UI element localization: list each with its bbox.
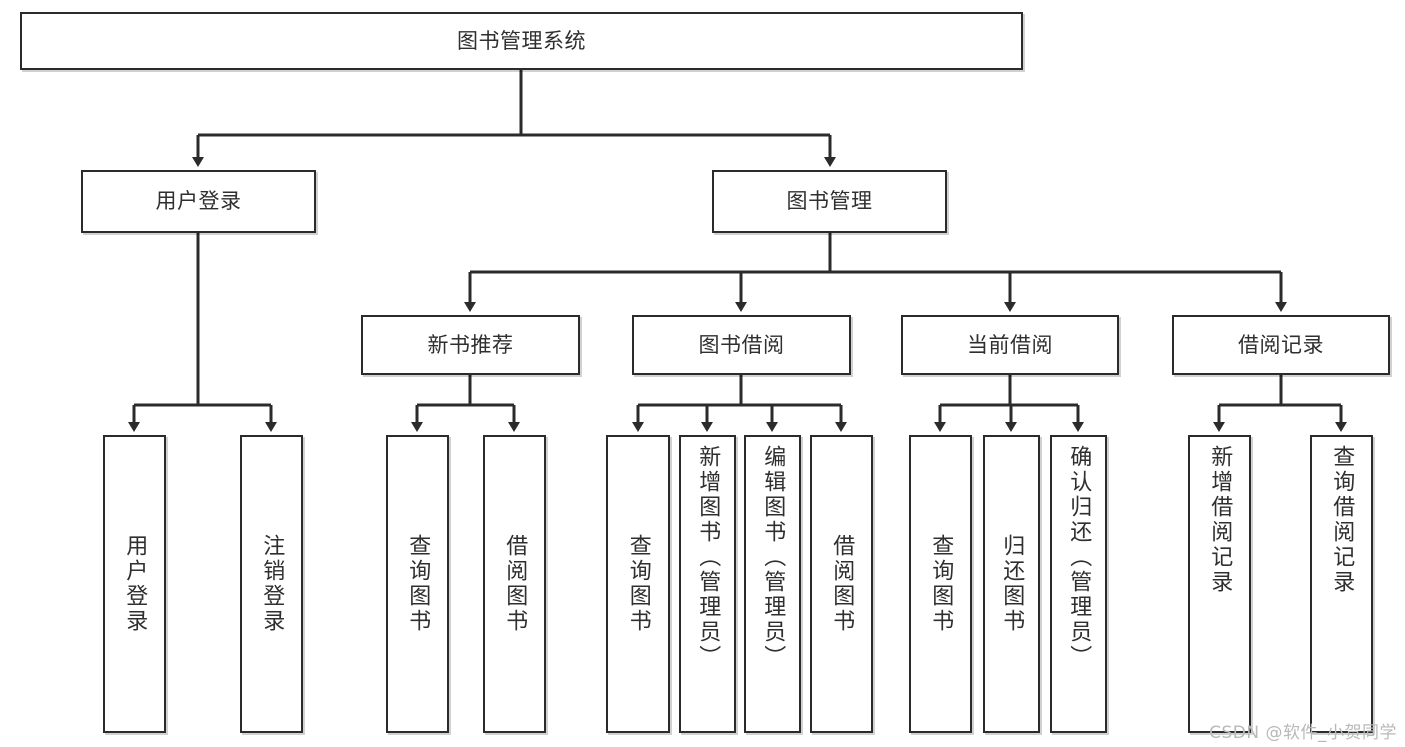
leaf-node-label: 查询图书 — [625, 534, 651, 634]
leaf-node[interactable]: 新增借阅记录 — [1188, 435, 1251, 733]
leaf-node-label: 归还图书 — [999, 534, 1025, 634]
leaf-node-label: 借阅图书 — [829, 534, 855, 634]
node-user-login-label: 用户登录 — [155, 189, 242, 214]
leaf-node-label: 注销登录 — [259, 534, 285, 634]
leaf-node[interactable]: 确认归还（管理员） — [1050, 435, 1107, 733]
leaf-node[interactable]: 新增图书（管理员） — [679, 435, 736, 733]
node-new-book-recommend-label: 新书推荐 — [427, 332, 514, 357]
leaf-node-label: 查询图书 — [928, 534, 954, 634]
node-new-book-recommend[interactable]: 新书推荐 — [361, 315, 580, 375]
leaf-node-label: 新增借阅记录 — [1207, 445, 1233, 595]
leaf-node[interactable]: 编辑图书（管理员） — [744, 435, 801, 733]
leaf-node[interactable]: 查询借阅记录 — [1310, 435, 1373, 733]
node-book-management[interactable]: 图书管理 — [712, 170, 947, 233]
leaf-node[interactable]: 注销登录 — [240, 435, 303, 733]
node-borrow-record-label: 借阅记录 — [1238, 332, 1324, 357]
leaf-node[interactable]: 用户登录 — [103, 435, 166, 733]
leaf-node-label: 编辑图书（管理员） — [760, 445, 786, 670]
leaf-node[interactable]: 查询图书 — [386, 435, 449, 733]
node-root-system-label: 图书管理系统 — [457, 28, 586, 53]
node-current-borrow[interactable]: 当前借阅 — [901, 315, 1119, 375]
leaf-node-label: 确认归还（管理员） — [1066, 445, 1092, 670]
leaf-node[interactable]: 借阅图书 — [483, 435, 546, 733]
node-root-system[interactable]: 图书管理系统 — [20, 12, 1023, 70]
leaf-node-label: 借阅图书 — [502, 534, 528, 634]
node-borrow-record[interactable]: 借阅记录 — [1172, 315, 1390, 375]
leaf-node-label: 查询借阅记录 — [1329, 445, 1355, 595]
node-current-borrow-label: 当前借阅 — [967, 332, 1053, 357]
node-book-borrow-label: 图书借阅 — [698, 332, 785, 357]
leaf-node[interactable]: 借阅图书 — [810, 435, 873, 733]
node-book-management-label: 图书管理 — [786, 189, 873, 214]
node-user-login[interactable]: 用户登录 — [81, 170, 316, 233]
leaf-node[interactable]: 归还图书 — [983, 435, 1040, 733]
leaf-node[interactable]: 查询图书 — [909, 435, 972, 733]
leaf-node-label: 查询图书 — [405, 534, 431, 634]
node-book-borrow[interactable]: 图书借阅 — [632, 315, 851, 375]
leaf-node[interactable]: 查询图书 — [606, 435, 670, 733]
leaf-node-label: 用户登录 — [122, 534, 148, 634]
leaf-node-label: 新增图书（管理员） — [695, 445, 721, 670]
